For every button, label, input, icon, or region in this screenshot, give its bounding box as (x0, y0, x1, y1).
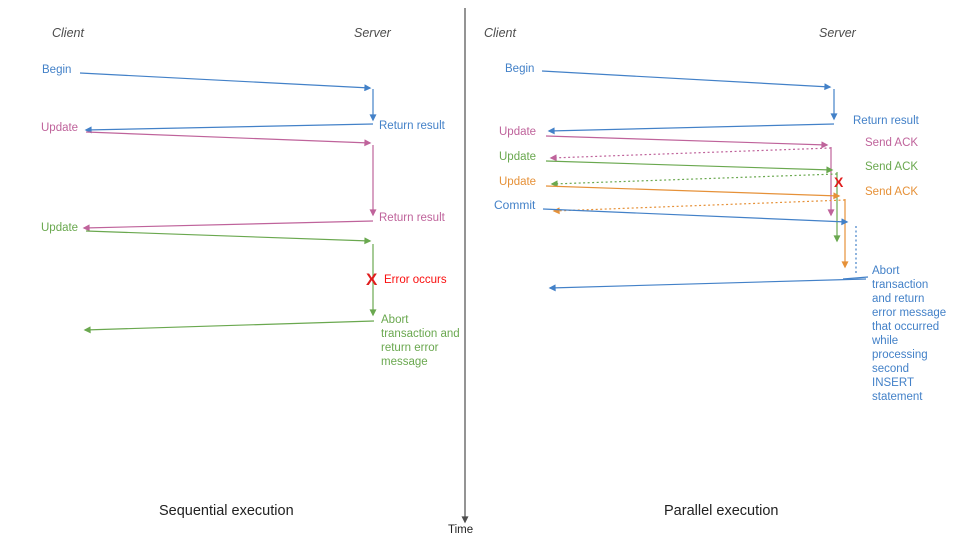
edge-line (547, 123, 835, 135)
right-client-header: Client (484, 26, 516, 40)
edge-line (84, 123, 374, 134)
edge-line (82, 220, 374, 232)
left-update-1-label: Update (41, 122, 79, 134)
right-send-ack-3-label: Send ACK (865, 186, 919, 198)
right-update-3-label: Update (499, 176, 537, 188)
edge-line (549, 147, 832, 162)
right-commit-label: Commit (494, 198, 536, 212)
right-return-result-label: Return result (853, 115, 919, 127)
right-panel-title: Parallel execution (664, 503, 779, 519)
edge-line (545, 135, 829, 149)
edge-line (83, 320, 375, 334)
right-send-ack-1-label: Send ACK (865, 137, 919, 149)
left-return-result-2-label: Return result (379, 212, 445, 224)
edge-line (79, 72, 372, 92)
edge-line (85, 131, 372, 147)
left-error-occurs-label: Error occurs (384, 274, 447, 286)
edge-line (541, 70, 832, 91)
left-update-2-label: Update (41, 222, 79, 234)
edge-line (545, 185, 841, 200)
left-server-header: Server (354, 26, 391, 40)
right-update-1-label: Update (499, 126, 537, 138)
right-update-2-label: Update (499, 151, 537, 163)
right-abort-note: Abort transaction and return error messa… (872, 265, 947, 404)
right-begin-label: Begin (505, 63, 535, 75)
edge-line (548, 278, 867, 292)
left-abort-note: Abort transaction and return error messa… (381, 314, 460, 369)
right-server-header: Server (819, 26, 856, 40)
edge-line (842, 276, 869, 280)
edge-line (550, 173, 838, 188)
right-send-ack-2-label: Send ACK (865, 161, 919, 173)
edge-line (545, 160, 834, 174)
edge-line (552, 199, 846, 215)
left-error-x-icon: X (366, 270, 378, 289)
right-error-x-icon: X (834, 174, 844, 190)
edge-line (85, 230, 372, 245)
edge-line (542, 208, 849, 226)
left-return-result-1-label: Return result (379, 120, 445, 132)
left-begin-label: Begin (42, 64, 72, 76)
left-panel-title: Sequential execution (159, 503, 294, 519)
time-axis-label: Time (448, 524, 474, 536)
left-client-header: Client (52, 26, 84, 40)
